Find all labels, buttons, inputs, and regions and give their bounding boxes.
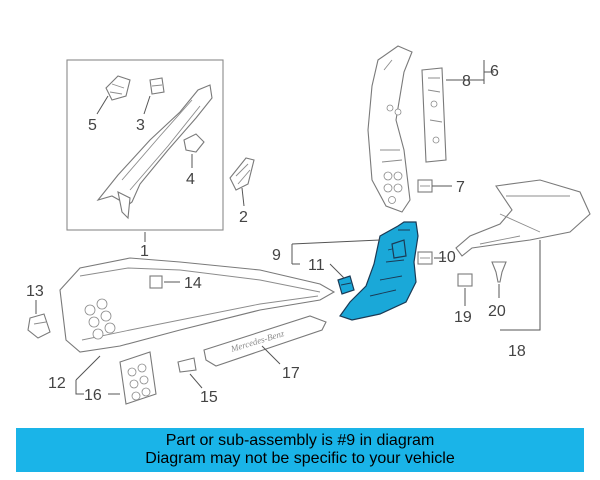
callout-2: 2 — [239, 209, 248, 226]
callout-20: 20 — [488, 303, 506, 320]
leader-9 — [291, 239, 381, 265]
callout-11: 11 — [308, 257, 325, 274]
leader-18 — [500, 240, 541, 331]
callout-5: 5 — [88, 117, 97, 134]
callout-16: 16 — [84, 387, 102, 404]
callout-15: 15 — [200, 389, 218, 406]
clip-part-10 — [417, 251, 433, 265]
leader-2 — [241, 187, 245, 207]
callout-18: 18 — [508, 343, 526, 360]
quarter-trim-part-18 — [455, 179, 591, 257]
callout-13: 13 — [26, 283, 44, 300]
info-banner: Part or sub-assembly is #9 in diagram Di… — [16, 428, 584, 472]
callout-7: 7 — [456, 179, 465, 196]
sill-plate-part-17: Mercedes-Benz — [203, 315, 327, 367]
b-pillar-upper-trim — [367, 45, 413, 213]
push-pin-part-20 — [491, 261, 507, 283]
banner-line-2: Diagram may not be specific to your vehi… — [145, 450, 455, 467]
leader-17 — [261, 345, 281, 365]
trim-part-2 — [229, 157, 255, 191]
b-pillar-lower-trim-part-9 — [339, 221, 419, 321]
leader-12 — [75, 355, 101, 395]
trim-strip-part-8 — [421, 67, 447, 163]
clip-part-11 — [337, 275, 355, 295]
callout-6: 6 — [490, 63, 499, 80]
callout-14: 14 — [184, 275, 202, 292]
clip-part-5 — [105, 75, 131, 101]
clip-part-15 — [177, 357, 197, 373]
callout-1: 1 — [140, 243, 149, 260]
callout-19: 19 — [454, 309, 472, 326]
a-pillar-group-box — [66, 59, 224, 231]
leader-5 — [96, 95, 109, 115]
parts-diagram: Mercedes-Benz 1 2 3 4 5 6 7 8 9 10 11 12… — [26, 45, 591, 406]
leader-3 — [143, 95, 151, 115]
sill-panel-part-12 — [59, 257, 336, 353]
clip-part-19 — [457, 273, 473, 287]
callout-17: 17 — [282, 365, 300, 382]
a-pillar-trim — [96, 84, 213, 220]
vent-grille-part-16 — [119, 351, 157, 405]
clip-part-7 — [417, 179, 433, 193]
callout-4: 4 — [186, 171, 195, 188]
cover-part-13 — [27, 313, 51, 339]
callout-3: 3 — [136, 117, 145, 134]
clip-part-14 — [149, 275, 163, 289]
callout-9: 9 — [272, 247, 281, 264]
clip-part-4 — [183, 133, 205, 153]
callout-12: 12 — [48, 375, 66, 392]
leader-15 — [189, 373, 203, 389]
callout-10: 10 — [438, 249, 456, 266]
banner-line-1: Part or sub-assembly is #9 in diagram — [165, 432, 435, 449]
callout-8: 8 — [462, 73, 471, 90]
clip-part-3 — [149, 77, 165, 95]
leader-11 — [329, 263, 345, 279]
